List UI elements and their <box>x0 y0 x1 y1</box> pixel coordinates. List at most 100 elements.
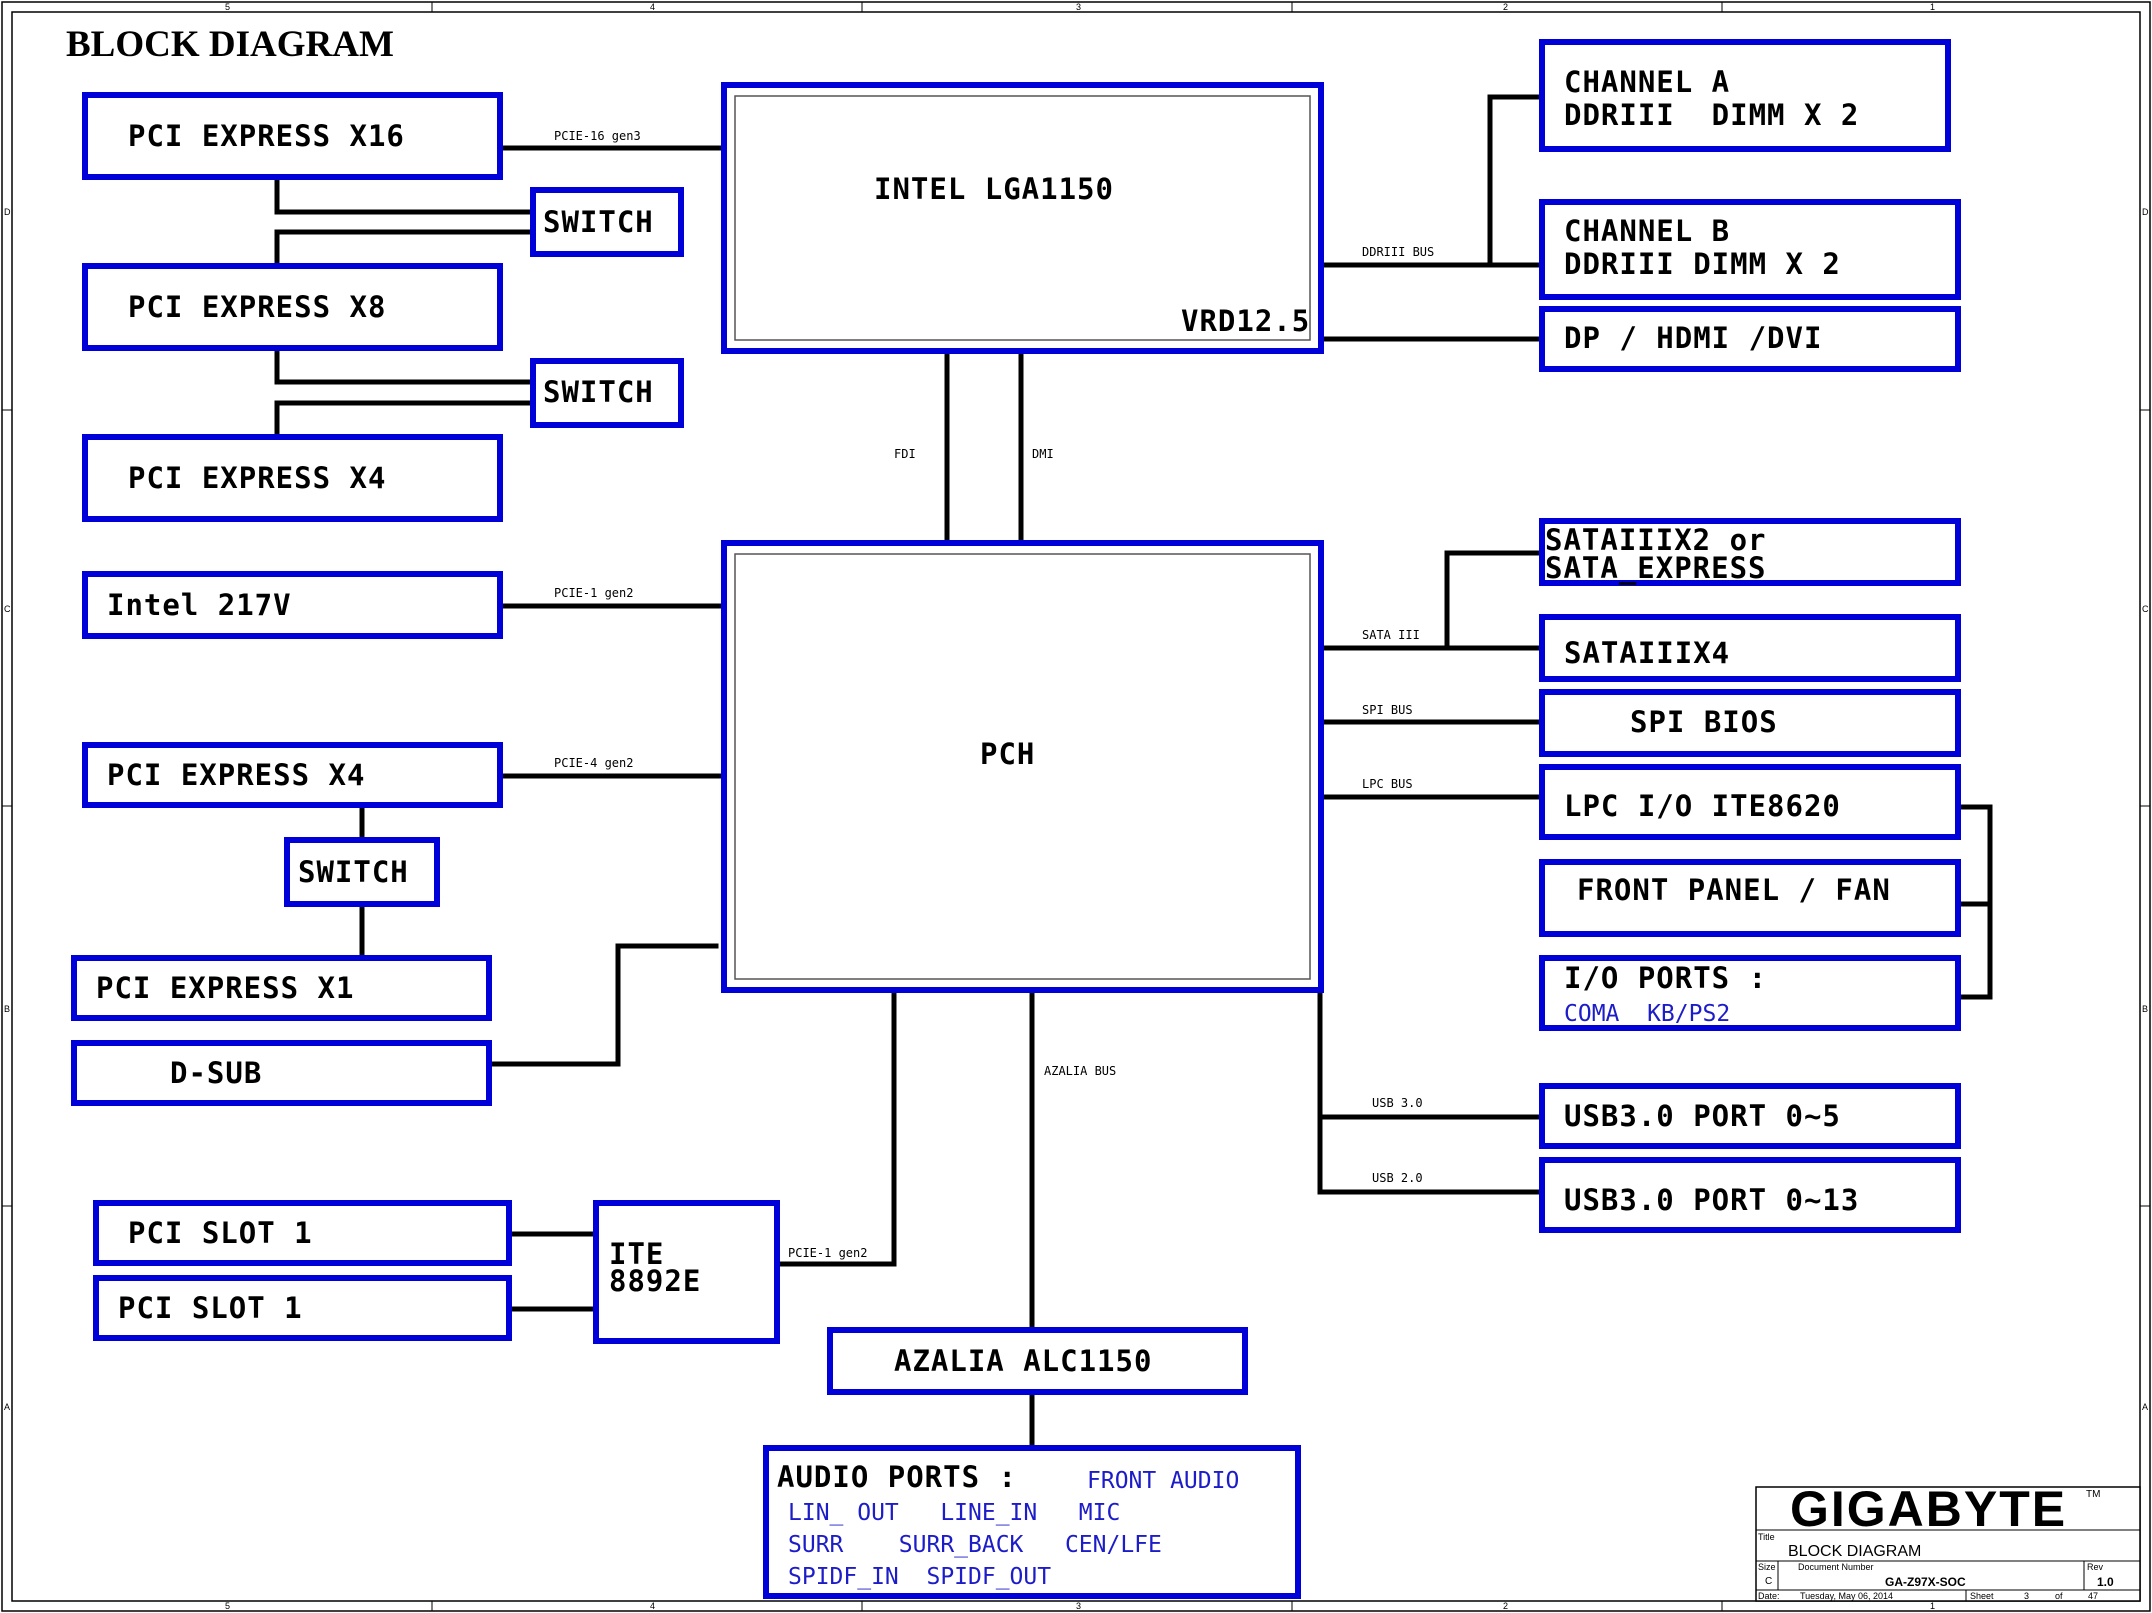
bus-label-usb2: USB 2.0 <box>1372 1171 1423 1185</box>
ruler-bottom-3: 3 <box>1076 1601 1081 1611</box>
ruler-left-a: A <box>4 1402 10 1412</box>
block-label: SWITCH <box>543 205 654 239</box>
block-label: SWITCH <box>543 375 654 409</box>
block-sata4: SATAIIIX4 <box>1539 614 1961 682</box>
ruler-right-b: B <box>2142 1004 2148 1014</box>
block-pcie-x4-top: PCI EXPRESS X4 <box>82 434 503 522</box>
wire-x8-switch2 <box>274 347 535 385</box>
block-label: DP / HDMI /DVI <box>1564 321 1822 355</box>
sheet-value: 3 <box>2024 1591 2029 1601</box>
io-ports-sub: COMA KB/PS2 <box>1564 1001 1730 1027</box>
block-io-ports: I/O PORTS : COMA KB/PS2 <box>1539 955 1961 1031</box>
audio-row-4: SPIDF_IN SPIDF_OUT <box>788 1564 1051 1590</box>
audio-row-2: LIN_ OUT LINE_IN MIC <box>788 1500 1120 1526</box>
wire-x16-switch1 <box>274 175 535 215</box>
gigabyte-logo: GIGABYTE <box>1790 1481 2067 1537</box>
ruler-bottom-5: 5 <box>225 1601 230 1611</box>
date-value: Tuesday, May 06, 2014 <box>1800 1591 1893 1601</box>
wire-sata-express <box>1444 550 1544 651</box>
block-pch: PCH <box>721 540 1324 993</box>
ruler-top-2: 2 <box>1503 2 1508 12</box>
block-lpc-io: LPC I/O ITE8620 <box>1539 764 1961 840</box>
block-switch-2: SWITCH <box>530 358 684 428</box>
block-sata-express: SATAIIIX2 or SATA_EXPRESS <box>1539 518 1961 586</box>
docnum-caption: Document Number <box>1798 1562 1874 1572</box>
block-intel-217v: Intel 217V <box>82 571 503 639</box>
block-label-line1: CHANNEL A <box>1564 65 1730 99</box>
ruler-right-d: D <box>2142 207 2149 217</box>
bus-label-ddr: DDRIII BUS <box>1362 245 1434 259</box>
bus-label-azalia: AZALIA BUS <box>1044 1064 1116 1078</box>
block-cpu: INTEL LGA1150 VRD12.5 <box>721 82 1324 354</box>
block-label: PCI EXPRESS X1 <box>96 971 354 1005</box>
bus-label-pcie1-ite: PCIE-1 gen2 <box>788 1246 867 1260</box>
bus-label-usb3: USB 3.0 <box>1372 1096 1423 1110</box>
block-label: SATAIIIX4 <box>1564 636 1730 670</box>
block-label: D-SUB <box>170 1056 262 1090</box>
block-pcie-x4-bottom: PCI EXPRESS X4 <box>82 742 503 808</box>
block-channel-a: CHANNEL A DDRIII DIMM X 2 <box>1539 39 1951 152</box>
block-label-line2: 8892E <box>609 1264 701 1298</box>
pch-label: PCH <box>980 737 1035 771</box>
block-switch-3: SWITCH <box>284 837 440 907</box>
block-pcie-x8: PCI EXPRESS X8 <box>82 263 503 351</box>
docnum-value: GA-Z97X-SOC <box>1885 1575 1966 1589</box>
block-label: FRONT PANEL / FAN <box>1577 873 1891 907</box>
bus-label-lpc: LPC BUS <box>1362 777 1413 791</box>
block-label: SWITCH <box>298 855 409 889</box>
block-spi-bios: SPI BIOS <box>1539 689 1961 757</box>
block-audio-ports: AUDIO PORTS : FRONT AUDIO LIN_ OUT LINE_… <box>763 1445 1301 1599</box>
block-label-line1: CHANNEL B <box>1564 214 1730 248</box>
wire-ite-pch <box>775 987 897 1267</box>
rev-value: 1.0 <box>2097 1575 2114 1589</box>
ruler-left-d: D <box>4 207 11 217</box>
block-label: USB3.0 PORT 0~5 <box>1564 1099 1841 1133</box>
bus-label-sata3: SATA III <box>1362 628 1420 642</box>
block-label: SPI BIOS <box>1630 705 1778 739</box>
block-pcie-x1: PCI EXPRESS X1 <box>71 955 492 1021</box>
title-value: BLOCK DIAGRAM <box>1788 1543 1921 1560</box>
audio-row-1: FRONT AUDIO <box>1087 1468 1239 1494</box>
block-dp-hdmi: DP / HDMI /DVI <box>1539 306 1961 372</box>
date-caption: Date: <box>1758 1591 1780 1601</box>
ruler-labels: 5 4 3 2 1 5 4 3 2 1 D C B A D C B A <box>4 2 2149 1611</box>
ruler-top-3: 3 <box>1076 2 1081 12</box>
ruler-right-a: A <box>2142 1402 2148 1412</box>
rev-caption: Rev <box>2087 1562 2104 1572</box>
block-label: USB3.0 PORT 0~13 <box>1564 1183 1859 1217</box>
wire-ddr-channel-a <box>1487 94 1544 268</box>
bus-label-pcie1-lan: PCIE-1 gen2 <box>554 586 633 600</box>
block-label: Intel 217V <box>107 588 292 622</box>
bus-label-dmi: DMI <box>1032 447 1054 461</box>
cpu-vrd-label: VRD12.5 <box>1181 304 1310 338</box>
ruler-left-b: B <box>4 1004 10 1014</box>
block-label: PCI EXPRESS X4 <box>128 461 386 495</box>
title-caption: Title <box>1758 1532 1775 1542</box>
of-caption: of <box>2055 1591 2063 1601</box>
block-pcie-x16: PCI EXPRESS X16 <box>82 92 503 180</box>
block-azalia: AZALIA ALC1150 <box>827 1327 1248 1395</box>
title-block: GIGABYTE TM Title BLOCK DIAGRAM Size C D… <box>1755 1481 2141 1602</box>
block-dsub: D-SUB <box>71 1040 492 1106</box>
block-label: AZALIA ALC1150 <box>894 1344 1152 1378</box>
bus-label-pcie4: PCIE-4 gen2 <box>554 756 633 770</box>
audio-row-3: SURR SURR_BACK CEN/LFE <box>788 1532 1162 1558</box>
block-pci-slot-b: PCI SLOT 1 <box>93 1275 512 1341</box>
connections <box>274 94 1993 1451</box>
gigabyte-logo-tm: TM <box>2086 1489 2100 1500</box>
ruler-top-1: 1 <box>1930 2 1935 12</box>
audio-ports-label: AUDIO PORTS : <box>777 1460 1017 1494</box>
size-value: C <box>1765 1576 1772 1587</box>
ruler-top-5: 5 <box>225 2 230 12</box>
block-label-line1: ITE <box>609 1237 664 1271</box>
block-switch-1: SWITCH <box>530 187 684 257</box>
bus-label-fdi: FDI <box>894 447 916 461</box>
of-value: 47 <box>2088 1591 2098 1601</box>
ruler-right-c: C <box>2142 604 2149 614</box>
bus-labels: PCIE-16 gen3 DDRIII BUS FDI DMI PCIE-1 g… <box>554 129 1434 1260</box>
block-label-line2: SATA_EXPRESS <box>1545 551 1767 585</box>
block-ite-8892e: ITE 8892E <box>593 1200 780 1344</box>
block-front-panel: FRONT PANEL / FAN <box>1539 859 1961 937</box>
